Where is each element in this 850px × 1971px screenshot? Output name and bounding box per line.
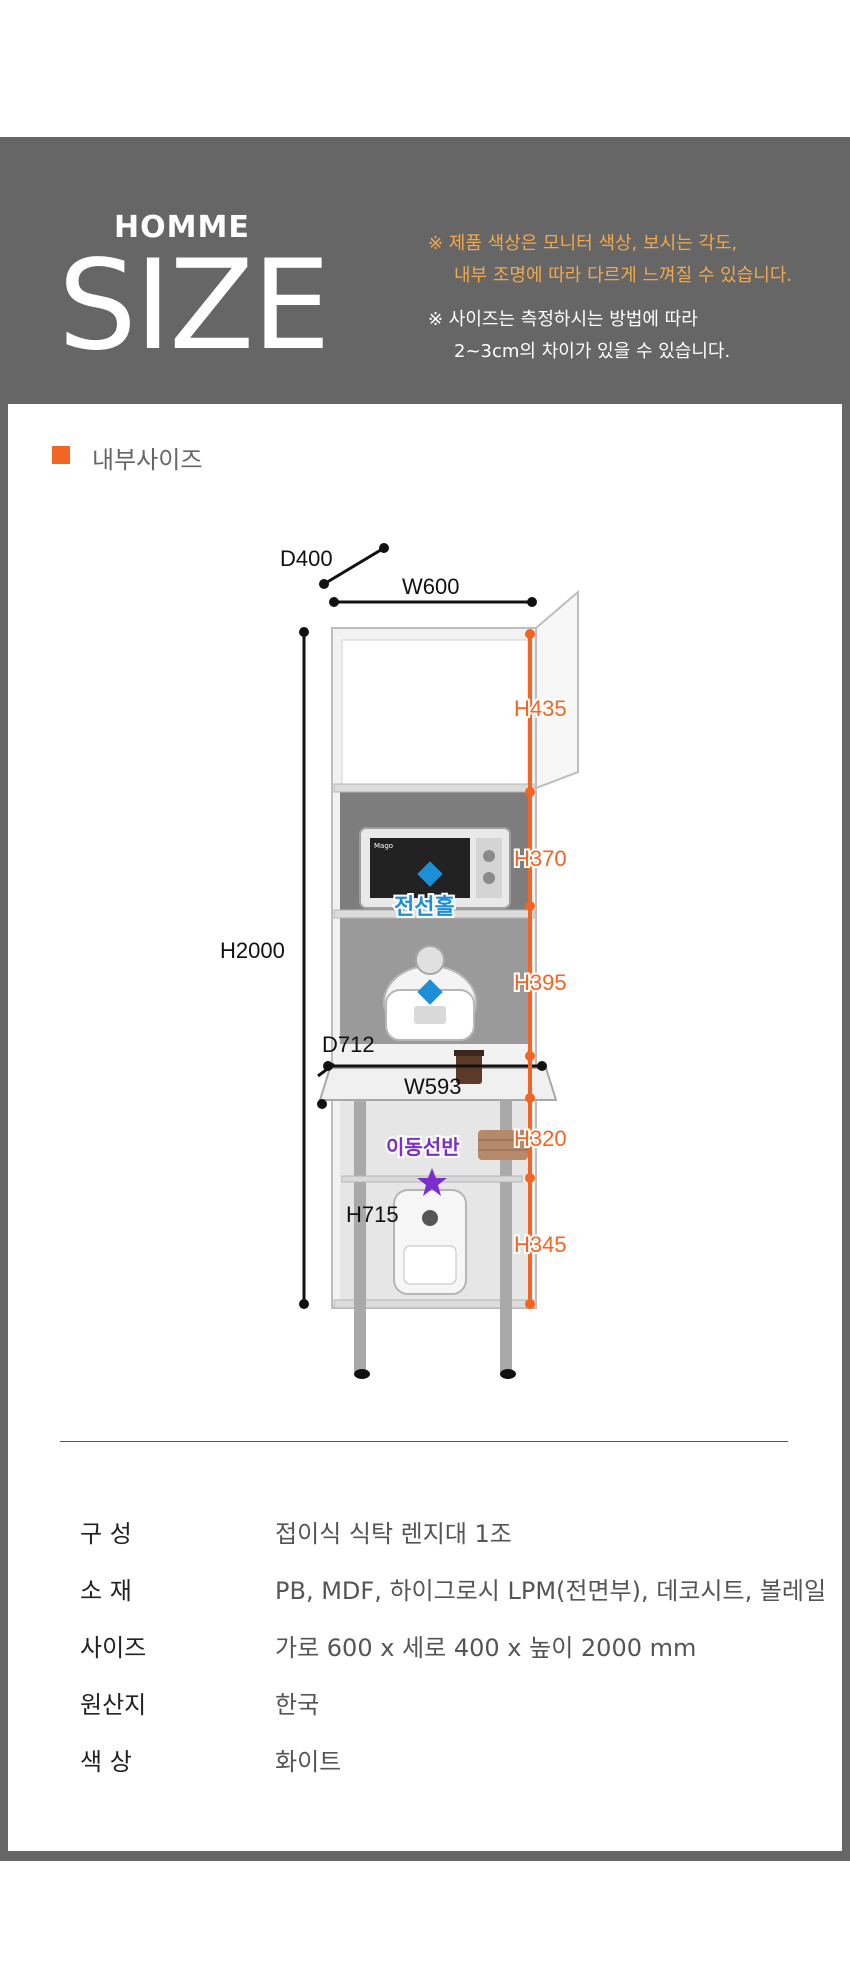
top-margin [0,0,850,137]
width-label-top: W600 [402,574,459,599]
spec-value: 화이트 [275,1748,342,1776]
cabinet-door [535,589,579,790]
h435-label: H435 [514,696,567,721]
cup-illustration [454,1050,484,1084]
depth-table-label: D712 [322,1032,375,1057]
width-table-label: W593 [404,1074,461,1099]
movable-shelf-label: 이동선반 [386,1135,460,1159]
spec-label: 원산지 [80,1691,147,1719]
h320-label: H320 [514,1126,567,1151]
h395-label: H395 [514,970,567,995]
section-bullet [52,446,70,464]
spec-label: 구 성 [80,1520,132,1548]
plates-illustration [478,1130,528,1160]
movable-shelf-star-icon [417,1168,447,1196]
page-title: SIZE [58,234,331,378]
h345-label: H345 [514,1232,567,1257]
cable-hole-label: 전선홀 [394,894,455,920]
spec-label: 색 상 [80,1748,132,1776]
cable-hole-markers [417,861,443,1005]
spec-value: 한국 [275,1691,320,1719]
depth-label-top: D400 [280,546,333,571]
spec-value: PB, MDF, 하이그로시 LPM(전면부), 데코시트, 볼레일 [275,1577,827,1605]
height-total-label: H2000 [220,938,285,963]
spec-value: 가로 600 x 세로 400 x 높이 2000 mm [275,1634,697,1662]
orange-height-labels: H435 H370 H395 H320 H345 [512,694,569,1259]
notice-block: ※ 제품 색상은 모니터 색상, 보시는 각도, 내부 조명에 따라 다르게 느… [428,228,848,368]
spec-label: 소 재 [80,1577,132,1605]
folding-table [318,1067,558,1379]
notice-color-line-1: ※ 제품 색상은 모니터 색상, 보시는 각도, [428,233,738,254]
height-table-label: H715 [346,1202,399,1227]
bottom-margin [0,1861,850,1971]
brand-name: HOMME [114,210,250,245]
spec-label: 사이즈 [80,1634,147,1662]
spec-value: 접이식 식탁 렌지대 1조 [275,1520,512,1548]
notice-size-line-2: 2~3cm의 차이가 있을 수 있습니다. [454,341,731,362]
section-title: 내부사이즈 [92,446,203,474]
section-divider [60,1441,788,1442]
dimension-dots [299,543,547,1309]
h370-label: H370 [514,846,567,871]
notice-size-line-1: ※ 사이즈는 측정하시는 방법에 따라 [428,309,698,330]
height-marker-dots [525,629,535,1309]
notice-color-line-2: 내부 조명에 따라 다르게 느껴질 수 있습니다. [454,265,793,286]
microwave-brand: Mago [374,842,393,850]
